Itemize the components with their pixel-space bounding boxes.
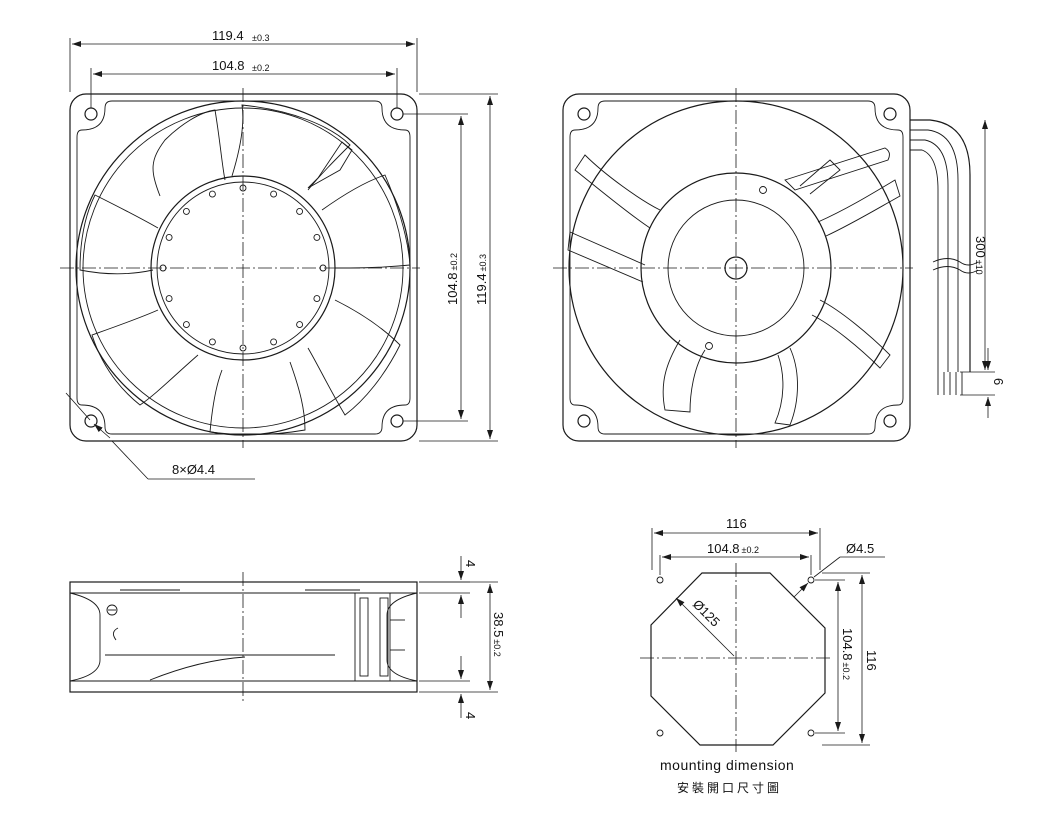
hole-pitch-width-tol: ±0.2	[252, 63, 269, 73]
ground-symbol	[106, 604, 118, 616]
dim-overall-height: 119.4±0.3	[419, 93, 498, 442]
front-frame-inner	[76, 100, 411, 435]
caption-en: mounting dimension	[660, 757, 794, 773]
fan-blades	[79, 104, 411, 436]
hub-screw-hole	[296, 321, 304, 329]
outer-width-label: 116	[726, 516, 747, 531]
overall-height-label: 119.4±0.3	[474, 254, 489, 305]
dim-hole-pitch-height: 104.8±0.2	[403, 113, 468, 422]
mounting-dimension-view: 116 104.8±0.2 Ø4.5 Ø125 104.8±0.2	[640, 516, 885, 795]
mount-pitch-width-label: 104.8±0.2	[707, 541, 759, 556]
hub-screw-hole	[208, 338, 216, 346]
dim-mount-hole-pitch-width: 104.8±0.2	[659, 541, 812, 575]
leader-opening-diameter: Ø125	[675, 597, 735, 657]
hub-screw-hole	[165, 233, 173, 241]
dim-hole-pitch-width: 104.8 ±0.2	[90, 58, 398, 108]
dim-mount-hole-pitch-height: 104.8±0.2	[815, 579, 855, 734]
hub-screw-hole	[165, 295, 173, 303]
flange-top-label: 4	[463, 560, 478, 567]
overall-width-value: 119.4	[212, 28, 244, 43]
depth-label: 38.5±0.2	[491, 612, 506, 657]
lead-length-label: 300±10	[973, 236, 988, 275]
hub-screw-hole	[182, 321, 190, 329]
hole-pitch-height-label: 104.8±0.2	[445, 253, 460, 305]
flange-bottom-label: 4	[463, 712, 478, 719]
hub-screw-hole	[239, 344, 247, 352]
lead-wires	[910, 119, 979, 395]
hub-screw-hole	[182, 207, 190, 215]
side-outline	[69, 581, 418, 693]
rear-spokes	[567, 154, 901, 426]
front-view: 119.4 ±0.3 104.8 ±0.2 104.8±0.2 119.4	[60, 28, 498, 480]
dim-mount-outer-width: 116	[651, 516, 821, 570]
rear-frame-inner	[569, 100, 904, 435]
dim-side: 4 38.5±0.2 4	[419, 556, 506, 719]
outer-height-label: 116	[864, 650, 879, 671]
rear-view: 300±10 6	[553, 88, 1006, 448]
lead-strip-label: 6	[991, 378, 1006, 385]
hub-screw-hole	[313, 295, 321, 303]
mounting-opening-outline	[650, 572, 826, 746]
dim-mount-outer-height: 116	[822, 572, 879, 746]
hole-diameter-label: Ø4.5	[846, 541, 874, 556]
rear-frame-outline	[562, 93, 911, 442]
front-lead-clip	[307, 141, 353, 189]
rear-lead-channel	[784, 147, 890, 191]
hub-screw-hole	[270, 338, 278, 346]
hole-pitch-width-value: 104.8	[212, 58, 245, 73]
caption-zh: 安裝開口尺寸圖	[677, 780, 782, 795]
dim-lead-strip: 6	[960, 348, 1006, 418]
dim-overall-width: 119.4 ±0.3	[69, 28, 418, 92]
overall-width-tol: ±0.3	[252, 33, 269, 43]
dim-lead-length: 300±10	[973, 120, 988, 370]
hub-screw-hole	[296, 207, 304, 215]
leader-mounting-holes: 8×Ø4.4	[65, 392, 255, 480]
side-connector	[354, 592, 391, 682]
rear-mounting-holes	[577, 107, 897, 428]
hub-screw-hole	[313, 233, 321, 241]
front-frame-outline	[69, 93, 418, 442]
opening-diameter-label: Ø125	[690, 597, 723, 630]
mount-pitch-height-label: 104.8±0.2	[840, 628, 855, 680]
side-view: 4 38.5±0.2 4	[69, 556, 506, 719]
hub-screw-hole	[270, 190, 278, 198]
hub-screw-hole	[208, 190, 216, 198]
leader-hole-diameter: Ø4.5	[793, 541, 885, 598]
mounting-holes-label: 8×Ø4.4	[172, 462, 215, 477]
